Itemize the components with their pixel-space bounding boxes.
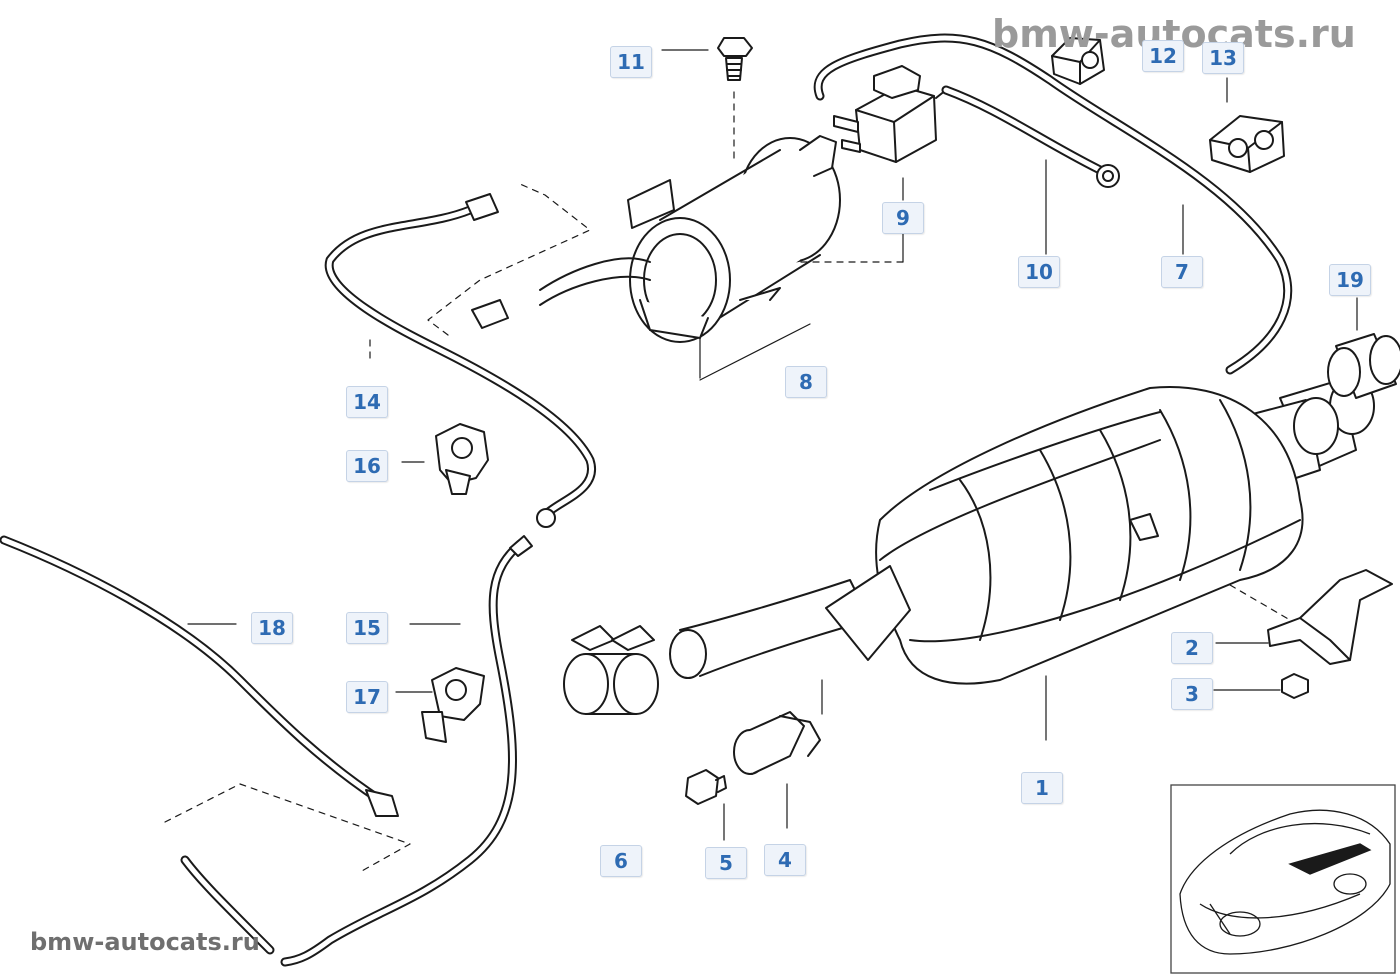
part-10-hose bbox=[941, 85, 1120, 188]
watermark-bottom: bmw-autocats.ru bbox=[30, 928, 260, 956]
part-2-bracket bbox=[1267, 569, 1393, 665]
callout-7[interactable]: 7 bbox=[1161, 256, 1203, 288]
callout-6[interactable]: 6 bbox=[600, 845, 642, 877]
callout-12[interactable]: 12 bbox=[1142, 40, 1184, 72]
part-1-silencer bbox=[669, 377, 1375, 685]
callout-16[interactable]: 16 bbox=[346, 450, 388, 482]
callout-15[interactable]: 15 bbox=[346, 612, 388, 644]
callout-8[interactable]: 8 bbox=[785, 366, 827, 398]
callout-1[interactable]: 1 bbox=[1021, 772, 1063, 804]
callout-3[interactable]: 3 bbox=[1171, 678, 1213, 710]
callout-2[interactable]: 2 bbox=[1171, 632, 1213, 664]
callout-19[interactable]: 19 bbox=[1329, 264, 1371, 296]
part-4-sleeve bbox=[733, 711, 821, 775]
part-17-holder bbox=[421, 667, 485, 743]
callout-14[interactable]: 14 bbox=[346, 386, 388, 418]
callout-4[interactable]: 4 bbox=[764, 844, 806, 876]
callout-11[interactable]: 11 bbox=[610, 46, 652, 78]
callout-9[interactable]: 9 bbox=[882, 202, 924, 234]
part-3-nut bbox=[1281, 673, 1309, 699]
vehicle-location-inset bbox=[1170, 784, 1396, 974]
callout-10[interactable]: 10 bbox=[1018, 256, 1060, 288]
part-12-clip bbox=[1051, 37, 1105, 85]
part-6-clamp bbox=[563, 625, 659, 715]
part-16-holder bbox=[435, 423, 489, 495]
leader-lines bbox=[164, 49, 1358, 873]
callout-18[interactable]: 18 bbox=[251, 612, 293, 644]
part-14-hose bbox=[324, 193, 597, 528]
part-15-hose bbox=[280, 535, 533, 967]
callout-5[interactable]: 5 bbox=[705, 847, 747, 879]
callout-17[interactable]: 17 bbox=[346, 681, 388, 713]
part-5-plug bbox=[685, 769, 727, 805]
part-19-tailpipe-trim bbox=[1327, 333, 1400, 399]
callout-13[interactable]: 13 bbox=[1202, 42, 1244, 74]
part-7-hose bbox=[813, 33, 1293, 375]
part-13-clip bbox=[1209, 115, 1285, 173]
part-8-canister bbox=[539, 135, 841, 343]
part-18-hose bbox=[0, 535, 399, 955]
part-11-bolt bbox=[717, 37, 753, 81]
part-9-valve bbox=[833, 65, 947, 163]
